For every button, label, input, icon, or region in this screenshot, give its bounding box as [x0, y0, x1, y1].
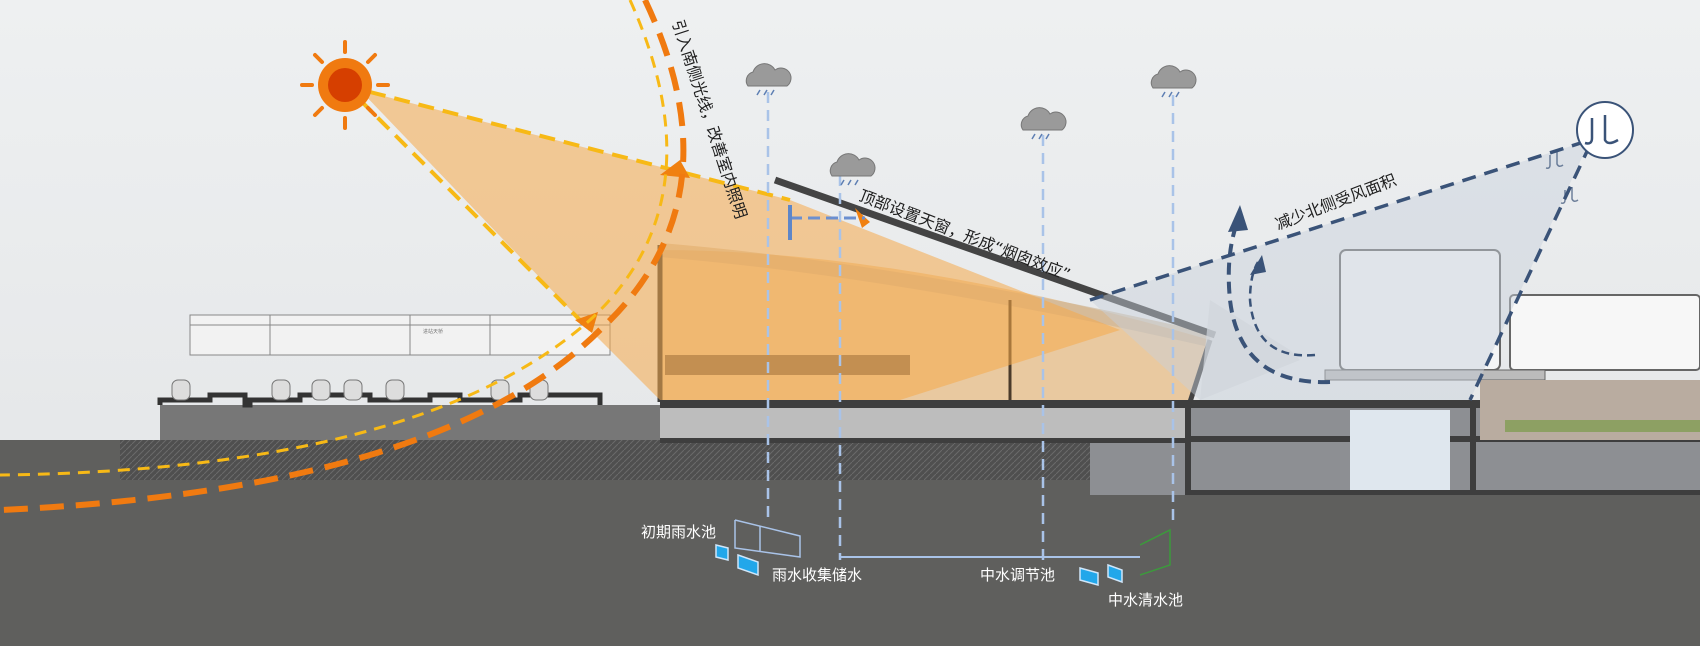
bridge-sign: 进站天桥: [423, 328, 443, 335]
rain-storage-pool: [737, 553, 759, 577]
light-cone: [360, 90, 1120, 400]
clear-pool: [1107, 563, 1123, 584]
regulating-pool: [1079, 567, 1099, 586]
wind-icon: [1545, 101, 1634, 204]
initial-rain-pool: [715, 544, 729, 561]
clear-pool-label: 中水清水池: [1108, 591, 1183, 609]
ground-band: [120, 440, 1090, 480]
rain-system: [715, 63, 1197, 586]
rain-cloud-icon: [829, 153, 876, 186]
rain-cloud-icon: [745, 63, 792, 96]
rain-cloud-icon: [1020, 107, 1067, 140]
right-building: [1185, 249, 1700, 495]
sun-path-yellow: [0, 0, 669, 477]
sun-path-orange: [0, 0, 687, 513]
rain-cloud-icon: [1150, 65, 1197, 98]
wind-arrow-head: [1228, 205, 1248, 232]
regulating-pool-label: 中水调节池: [980, 566, 1055, 584]
rain-storage-label: 雨水收集储水: [772, 566, 862, 584]
wind-zone: [1089, 101, 1634, 401]
sun-icon: [300, 40, 390, 130]
initial-rain-pool-label: 初期雨水池: [641, 523, 716, 541]
